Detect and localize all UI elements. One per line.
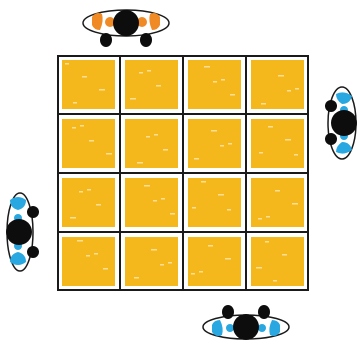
board-tile-r4-c3[interactable] xyxy=(188,237,241,286)
player-bottom xyxy=(200,302,292,344)
tile-texture xyxy=(285,139,291,141)
player-bottom-accent-right xyxy=(258,324,266,332)
tile-texture xyxy=(72,127,76,129)
board-tile-r1-c2[interactable] xyxy=(125,60,178,109)
player-right xyxy=(318,84,362,162)
tile-texture xyxy=(80,125,84,127)
tile-texture xyxy=(89,140,94,142)
player-top xyxy=(80,3,172,49)
tile-texture xyxy=(278,75,284,77)
tile-texture xyxy=(168,262,172,264)
tile-texture xyxy=(87,189,91,191)
tile-texture xyxy=(230,94,235,96)
tile-texture xyxy=(221,79,225,81)
tile-texture xyxy=(153,200,157,202)
tile-texture xyxy=(70,217,76,219)
player-left-hand-bottom xyxy=(27,246,39,258)
tile-texture xyxy=(151,249,157,251)
tile-texture xyxy=(139,72,143,74)
board-tile-r2-c4[interactable] xyxy=(251,119,304,168)
tile-texture xyxy=(208,245,213,247)
tile-texture xyxy=(265,241,269,243)
board-tile-r3-c1[interactable] xyxy=(62,178,115,227)
tile-texture xyxy=(228,143,232,145)
tile-texture xyxy=(268,126,273,128)
player-right-hand-bottom xyxy=(325,133,337,145)
tile-texture xyxy=(156,85,161,87)
tile-texture xyxy=(261,103,266,105)
tile-texture xyxy=(77,240,83,242)
tile-texture xyxy=(266,216,270,218)
tile-texture xyxy=(103,268,108,270)
board-tile-r2-c2[interactable] xyxy=(125,119,178,168)
player-top-hand-right xyxy=(140,33,152,47)
tile-texture xyxy=(163,149,168,151)
player-right-hand-top xyxy=(325,100,337,112)
player-bottom-hand-left xyxy=(222,305,234,319)
tile-texture xyxy=(256,267,262,269)
board-tile-r4-c2[interactable] xyxy=(125,237,178,286)
board-tile-r4-c4[interactable] xyxy=(251,237,304,286)
tile-texture xyxy=(194,158,199,160)
tile-texture xyxy=(94,253,98,255)
tile-texture xyxy=(160,264,164,266)
tile-texture xyxy=(106,153,112,155)
board-tile-r1-c4[interactable] xyxy=(251,60,304,109)
board-tile-r2-c3[interactable] xyxy=(188,119,241,168)
tile-texture xyxy=(227,209,231,211)
player-bottom-accent-left xyxy=(226,324,234,332)
board-tile-r1-c3[interactable] xyxy=(188,60,241,109)
player-top-hand-left xyxy=(100,33,112,47)
player-right-head xyxy=(331,110,357,136)
tile-texture xyxy=(134,277,139,279)
board-tile-r3-c2[interactable] xyxy=(125,178,178,227)
tile-texture xyxy=(154,134,158,136)
player-left-head xyxy=(6,219,32,245)
tile-texture xyxy=(201,181,206,183)
tile-texture xyxy=(211,130,217,132)
tile-texture xyxy=(147,70,151,72)
tile-texture xyxy=(213,81,217,83)
board-tile-r2-c1[interactable] xyxy=(62,119,115,168)
game-board xyxy=(57,55,309,291)
tile-texture xyxy=(96,204,101,206)
tile-texture xyxy=(258,218,262,220)
tile-texture xyxy=(86,255,90,257)
tile-texture xyxy=(225,258,231,260)
player-top-head xyxy=(113,10,139,36)
board-tile-r4-c1[interactable] xyxy=(62,237,115,286)
tile-texture xyxy=(287,90,291,92)
player-bottom-hand-right xyxy=(258,305,270,319)
tile-texture xyxy=(170,213,175,215)
tile-texture xyxy=(161,198,165,200)
tile-texture xyxy=(79,191,83,193)
tile-texture xyxy=(146,136,150,138)
tile-texture xyxy=(292,203,298,205)
tile-texture xyxy=(65,63,69,65)
tile-texture xyxy=(73,102,77,104)
tile-texture xyxy=(273,280,277,282)
tile-texture xyxy=(282,254,287,256)
player-bottom-head xyxy=(233,314,259,340)
tile-texture xyxy=(191,273,195,275)
tile-texture xyxy=(218,194,224,196)
tile-texture xyxy=(220,145,224,147)
tile-texture xyxy=(294,154,298,156)
tile-texture xyxy=(259,152,263,154)
tile-texture xyxy=(82,76,87,78)
tile-texture xyxy=(275,190,280,192)
tile-texture xyxy=(295,88,299,90)
tile-texture xyxy=(130,98,136,100)
tile-texture xyxy=(144,185,150,187)
player-left xyxy=(2,190,44,274)
board-tile-r1-c1[interactable] xyxy=(62,60,115,109)
board-tile-r3-c3[interactable] xyxy=(188,178,241,227)
tile-texture xyxy=(199,271,203,273)
tile-texture xyxy=(99,89,105,91)
board-tile-r3-c4[interactable] xyxy=(251,178,304,227)
tile-texture xyxy=(192,207,196,209)
tile-texture xyxy=(137,162,143,164)
player-left-hand-top xyxy=(27,206,39,218)
tile-texture xyxy=(204,66,210,68)
